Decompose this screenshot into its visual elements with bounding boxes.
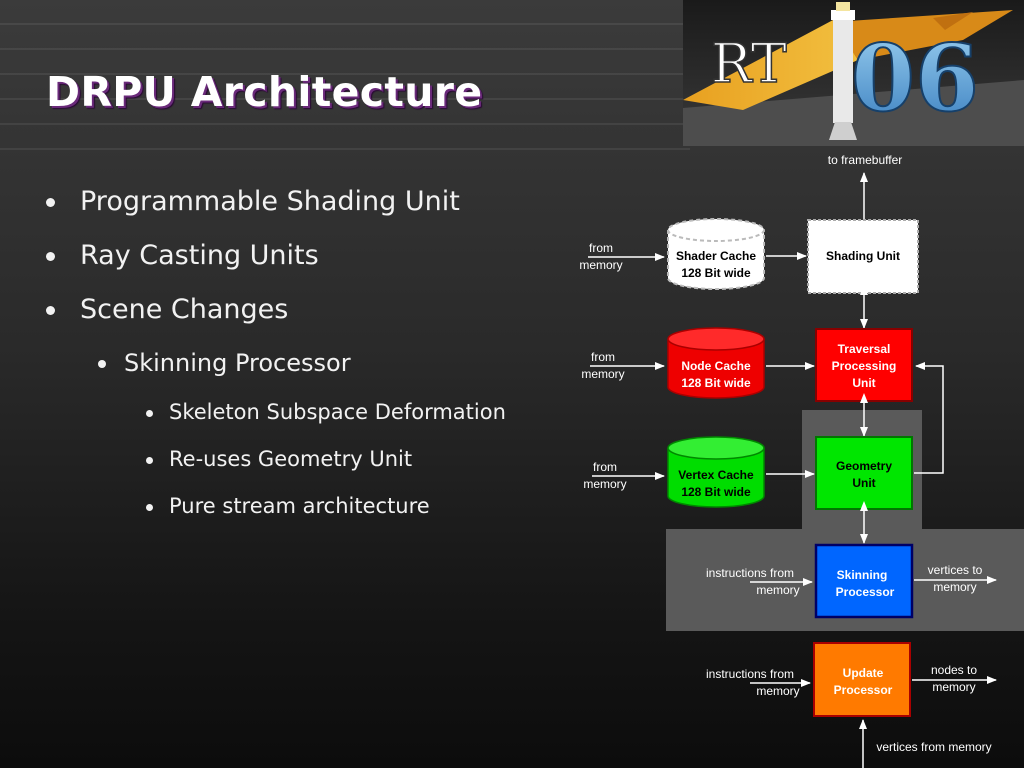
bullet-item: Ray Casting Units (46, 240, 319, 271)
bullet-text: Programmable Shading Unit (80, 186, 460, 217)
node-cache-label: Node Cache (681, 359, 751, 373)
instructions-label-2a: instructions from (706, 667, 794, 681)
vertices-to-label-b: memory (933, 580, 976, 594)
skinning-label-1: Skinning (837, 568, 888, 582)
rt06-logo: RT 06 (683, 0, 1024, 146)
update-processor-box: Update Processor (813, 642, 911, 717)
update-label-2: Processor (834, 683, 893, 697)
bullet-text: Ray Casting Units (80, 240, 319, 271)
from-memory-label-2b: memory (581, 367, 624, 381)
from-memory-label-3a: from (593, 460, 617, 474)
shader-cache-cylinder: Shader Cache 128 Bit wide (667, 218, 765, 290)
nodes-to-label-a: nodes to (931, 663, 977, 677)
vertex-cache-width-label: 128 Bit wide (681, 485, 751, 499)
from-memory-label-1a: from (589, 241, 613, 255)
bullet-dot-icon (146, 457, 153, 464)
bullet-dot-icon (146, 504, 153, 511)
bullet-text: Skinning Processor (124, 349, 351, 377)
bullet-dot-icon (46, 252, 55, 261)
vertices-to-label-a: vertices to (928, 563, 983, 577)
traversal-label-1: Traversal (838, 342, 891, 356)
skinning-processor-box: Skinning Processor (814, 543, 914, 619)
bullet-item: Scene Changes (46, 294, 289, 325)
traversal-unit-box: Traversal Processing Unit (815, 328, 913, 402)
node-cache-width-label: 128 Bit wide (681, 376, 751, 390)
bullet-dot-icon (98, 360, 106, 368)
instructions-label-1a: instructions from (706, 566, 794, 580)
bullet-dot-icon (46, 198, 55, 207)
slide-title: DRPU Architecture (46, 68, 483, 116)
vertices-from-memory-label: vertices from memory (876, 740, 991, 754)
vertex-cache-cylinder: Vertex Cache 128 Bit wide (667, 436, 765, 508)
bullet-dot-icon (146, 410, 153, 417)
bullet-dot-icon (46, 306, 55, 315)
logo-text-rt: RT (711, 32, 787, 95)
update-label-1: Update (843, 666, 884, 680)
shader-cache-width-label: 128 Bit wide (681, 266, 751, 280)
from-memory-label-3b: memory (583, 477, 626, 491)
geometry-label-2: Unit (852, 476, 875, 490)
architecture-diagram: to framebuffer from memory Shader Cache … (579, 153, 1024, 768)
logo-text-06: 06 (851, 24, 979, 132)
bullet-text: Pure stream architecture (169, 494, 430, 518)
vertex-cache-label: Vertex Cache (678, 468, 754, 482)
traversal-label-2: Processing (832, 359, 897, 373)
geometry-feedback-arrow (914, 362, 944, 474)
title-stripes (0, 0, 690, 150)
bullet-item: Pure stream architecture (146, 494, 430, 518)
bullet-item: Skeleton Subspace Deformation (146, 400, 506, 424)
instructions-label-2b: memory (756, 684, 799, 698)
from-memory-label-1b: memory (579, 258, 622, 272)
bullet-text: Skeleton Subspace Deformation (169, 400, 506, 424)
bullet-item: Re-uses Geometry Unit (146, 447, 413, 471)
shader-cache-label: Shader Cache (676, 249, 756, 263)
bullet-text: Re-uses Geometry Unit (169, 447, 413, 471)
nodes-to-label-b: memory (932, 680, 975, 694)
bullet-item: Programmable Shading Unit (46, 186, 460, 217)
bullet-item: Skinning Processor (98, 349, 351, 377)
bullet-list: Programmable Shading Unit Ray Casting Un… (0, 0, 600, 600)
geometry-label-1: Geometry (836, 459, 892, 473)
shading-unit-box: Shading Unit (807, 219, 919, 294)
instructions-label-1b: memory (756, 583, 799, 597)
node-cache-cylinder: Node Cache 128 Bit wide (667, 327, 765, 399)
shading-unit-label: Shading Unit (826, 249, 900, 263)
geometry-unit-box: Geometry Unit (815, 436, 913, 510)
bullet-text: Scene Changes (80, 294, 289, 325)
traversal-label-3: Unit (852, 376, 875, 390)
from-memory-label-2a: from (591, 350, 615, 364)
skinning-label-2: Processor (836, 585, 895, 599)
to-framebuffer-label: to framebuffer (828, 153, 902, 167)
